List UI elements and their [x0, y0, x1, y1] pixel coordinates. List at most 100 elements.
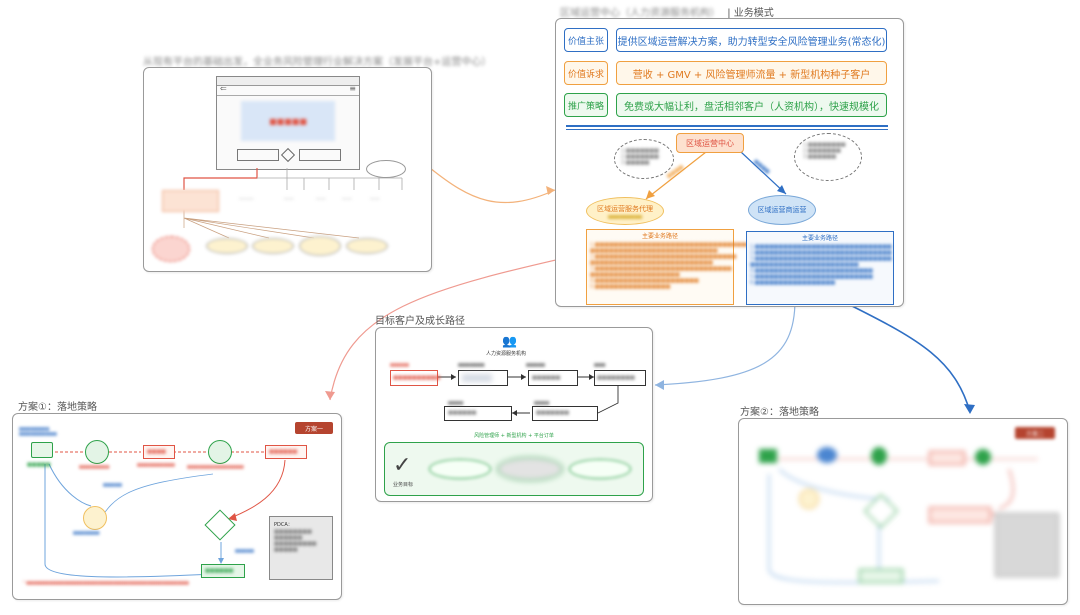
platform-block: ■■■■■ [241, 101, 335, 141]
browser-mockup: ⇐ ≡ ■■■■■ [216, 76, 360, 170]
business-title-blurred: 区域运营中心（人力资源服务机构） [560, 8, 720, 19]
speech-bubble [366, 160, 406, 178]
plan1-box-1: ■■■■ [143, 445, 175, 459]
plan2-note [995, 513, 1059, 577]
plan2-end-box [859, 569, 903, 583]
plan1-user-icon [85, 440, 109, 464]
step3-label: ■■■■■ [526, 362, 545, 367]
plan1-caption: 方案①：落地策略 [18, 402, 97, 413]
browser-titlebar [217, 77, 359, 86]
menu-icon: ≡ [349, 84, 356, 93]
plan1-yellow-node [83, 506, 107, 530]
overview-sub-2: ──── [284, 196, 294, 201]
row-value-value-prop: 提供区域运营解决方案，助力转型安全风险管理业务(常态化) [616, 28, 887, 52]
step6-box: ■■■■■■ [444, 406, 512, 421]
plan2-caption: 方案②：落地策略 [740, 407, 819, 418]
step6-label: ■■■■ [448, 400, 464, 405]
right-cloud: 1.■■■■■■■■2.■■■■■■■3.■■■■■■ [794, 133, 862, 181]
plan1-person-label: ■■■■■■■■■■■■■■■ [187, 464, 244, 469]
step1-label: ■■■■■ [390, 362, 409, 367]
browser-button-right [299, 149, 341, 161]
divider-bottom [566, 129, 888, 130]
plan2-user-icon [871, 447, 887, 465]
oval-3 [299, 236, 341, 256]
plan1-yellow-label: ■■■■■■■ [73, 530, 100, 535]
overview-sub-1: ────── [239, 196, 254, 201]
connector-overview-business [429, 167, 556, 204]
check-label: 业务目标 [393, 482, 414, 488]
plan1-note-title: PDCA： [274, 522, 293, 528]
left-route-box: 主要业务路径 1.■■■■■■■■■■■■■■■■■■■■■■■■■■■■■■■… [586, 229, 755, 305]
overview-sub-5: ──── [370, 196, 380, 201]
people-icon: 👥 [502, 334, 517, 348]
row-label-promotion: 推广策略 [564, 93, 608, 117]
target-panel: 👥 人力资源服务机构 ■■■■■ ■■■■■■■■■■ ■■■■■■■ ■■■■… [375, 327, 653, 502]
row-value-value-demand: 营收 + GMV + 风险管理师流量 + 新型机构种子客户 [616, 61, 887, 85]
overview-lines [183, 168, 403, 239]
left-node-sub: ■■■■■■■■■ [607, 213, 642, 219]
plan1-mid-label: ■■■■■ [103, 482, 122, 487]
plan1-note-top: ■■■■■■■■■■■■■■■■■■ [19, 426, 57, 436]
browser-addressbar: ⇐ ≡ [217, 84, 359, 96]
oval-2 [252, 238, 294, 254]
left-cloud: 1.■■■■■■■2.■■■■■■■3.■■■■■ [614, 139, 674, 179]
plan1-end-box: ■■■■■■ [201, 564, 245, 578]
plan1-box-2: ■■■■■■ [265, 445, 307, 459]
plan2-box-2 [929, 507, 991, 523]
step3-box: ■■■■■■ [528, 370, 578, 386]
target-goal-box: ✓ 业务目标 [384, 442, 644, 496]
plan2-person-icon [975, 449, 991, 465]
left-node-label: 区域运营服务代理 [597, 204, 653, 213]
hr-company-oval [152, 236, 190, 262]
plan2-cloud-icon [817, 447, 837, 463]
goal-oval-3 [569, 459, 631, 479]
plan2-tag: 方案二 [1015, 427, 1055, 439]
goal-oval-1 [429, 459, 491, 479]
plan1-end-label: ■■■■■ [235, 548, 254, 553]
step5-label: ■■■■ [534, 400, 550, 405]
center-node: 区域运营中心 [676, 133, 744, 153]
oval-1 [206, 238, 248, 254]
plan2-box-1 [929, 451, 965, 465]
business-title-suffix: | 业务模式 [727, 8, 774, 19]
left-route-title: 主要业务路径 [641, 233, 678, 240]
monitor-icon [31, 442, 53, 458]
overview-title: 从现有平台的基础出发，全业务风险管理行业解决方案（发展平台+运营中心） [143, 57, 492, 68]
plan1-box-1-label: ■■■■■■■■■■ [137, 462, 175, 467]
overview-sub-3: ──── [316, 196, 326, 201]
connector-business-plan1 [329, 249, 601, 401]
business-diagram-lines [645, 151, 787, 200]
plan1-user-label: ■■■■■■■■ [79, 464, 110, 469]
right-route-title: 主要业务路径 [801, 235, 838, 242]
row-label-value-prop: 价值主张 [564, 28, 608, 52]
target-flow-lines [438, 374, 619, 416]
row-label-value-demand: 价值诉求 [564, 61, 608, 85]
business-caption: 区域运营中心（人力资源服务机构） | 业务模式 [560, 4, 774, 19]
plan2-panel: 方案二 [738, 418, 1068, 605]
step2-box [458, 370, 508, 386]
row-value-promotion: 免费或大幅让利，盘活相邻客户（人资机构），快速规模化 [616, 93, 887, 117]
operator-node [162, 190, 219, 212]
left-node: 区域运营服务代理 ■■■■■■■■■ [586, 197, 664, 225]
divider-top [566, 125, 888, 127]
plan1-start-label: ■■■■■ [27, 462, 51, 468]
plan1-person-icon [208, 440, 232, 464]
plan2-blurred-content [739, 419, 1067, 604]
right-route-box: 主要业务路径 1.■■■■■■■■■■■■■■■■■■■■■■■■■■■■■2.… [746, 231, 894, 305]
plan1-pdca-note: PDCA： ■■■■■■■■■■■■■■■■■■■■■■■■■■■■ [269, 516, 333, 580]
plan2-yellow-node [799, 489, 819, 509]
right-node: 区域运营商运营 [748, 195, 816, 225]
business-panel: 价值主张 提供区域运营解决方案，助力转型安全风险管理业务(常态化) 价值诉求 营… [555, 18, 904, 307]
goal-oval-2 [497, 457, 563, 481]
checkmark-icon: ✓ [393, 453, 412, 478]
oval-4 [346, 238, 388, 254]
connector-business-target [654, 299, 796, 386]
plan1-panel: 方案一 ■■■■■■■■■■■■■■■■■■ ■■■■■ ■■■■■■■■ ■■… [12, 413, 342, 600]
overview-panel: ⇐ ≡ ■■■■■ ────── ──── ──── ──── ──── [143, 67, 432, 272]
plan1-tag: 方案一 [295, 422, 333, 434]
step4-label: ■■■ [594, 362, 606, 367]
connector-business-plan2 [849, 304, 971, 413]
step2-label: ■■■■■■■ [458, 362, 485, 367]
back-arrow-icon: ⇐ [220, 84, 227, 93]
